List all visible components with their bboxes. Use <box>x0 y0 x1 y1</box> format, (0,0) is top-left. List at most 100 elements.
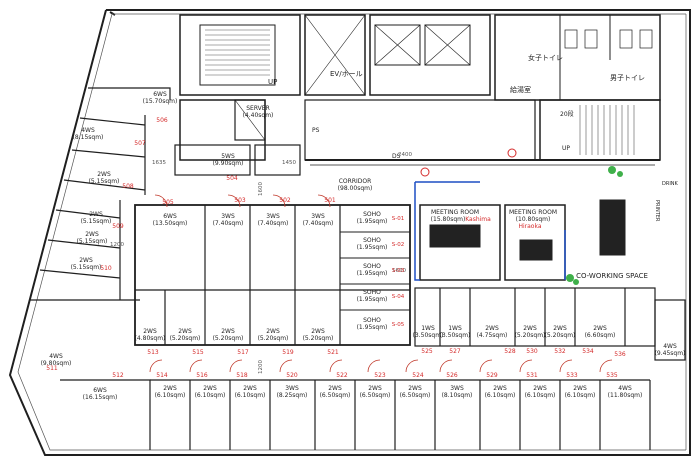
ws6-topleft-area: (15.70sqm) <box>143 98 178 105</box>
shaft-mid-label: DS <box>392 153 401 160</box>
elevator-hall-label: EV/ホール <box>330 70 363 78</box>
meeting2-name: MEETING ROOM <box>509 209 557 216</box>
soho-area: (1.95sqm) <box>357 296 388 303</box>
bottom-ws-area: (6.50sqm) <box>360 392 391 399</box>
room-number: 525 <box>421 348 433 355</box>
central-block <box>134 204 411 346</box>
row1-room-name: 3WS <box>266 213 280 220</box>
row2-room-area: (4.80sqm) <box>135 335 166 342</box>
printer-label: PRINTER <box>654 200 660 222</box>
bottom-ws-area: (6.50sqm) <box>320 392 351 399</box>
bottom-ws-area: (8.25sqm) <box>277 392 308 399</box>
row1-room-name: 3WS <box>221 213 235 220</box>
bottom-ws-area: (6.10sqm) <box>235 392 266 399</box>
room-number: 530 <box>526 348 538 355</box>
ws2c-name: 2WS <box>85 231 99 238</box>
corridor-area: (98.00sqm) <box>338 185 373 192</box>
room-number: 536 <box>614 351 626 358</box>
room-number: 508 <box>122 183 134 190</box>
room-number: 527 <box>449 348 461 355</box>
row1-room-area: (7.40sqm) <box>213 220 244 227</box>
right-stair-up-label: UP <box>562 145 570 152</box>
server-name: SERVER <box>246 105 270 112</box>
drink-label: DRINK <box>662 181 679 187</box>
core-labels: UP EV/ホール 給湯室 女子トイレ 男子トイレ 20段 UP PS DS D… <box>268 53 679 222</box>
room-number: 519 <box>282 349 294 356</box>
bottom-ws-name: 2WS <box>573 385 587 392</box>
bottom-ws-area: (6.10sqm) <box>525 392 556 399</box>
door-swings <box>149 194 613 373</box>
ws6-topleft-name: 6WS <box>153 91 167 98</box>
right-end-ws-area: (9.45sqm) <box>655 350 686 357</box>
ws5-name: 5WS <box>221 153 235 160</box>
central-labels: 6WS (13.50sqm) 3WS (7.40sqm) 3WS (7.40sq… <box>135 211 388 342</box>
right-ws-name: 2WS <box>553 325 567 332</box>
right-ws-name: 1WS <box>448 325 462 332</box>
room-numbers-right: 525 527 528 530 532 534 536 <box>421 348 626 358</box>
bottom-ws-name: 3WS <box>285 385 299 392</box>
right-ws-row <box>414 287 686 361</box>
corridor-name: CORRIDOR <box>339 178 372 185</box>
ws2b-name: 2WS <box>89 211 103 218</box>
row2-room-name: 2WS <box>221 328 235 335</box>
room-numbers-soho: S-01 S-02 S-03 S-04 S-05 <box>392 216 405 328</box>
room-number: S-01 <box>392 216 404 222</box>
facade-lines <box>17 13 687 451</box>
dimension-1200: 1200 <box>110 242 124 248</box>
right-ws-area: (4.75sqm) <box>477 332 508 339</box>
right-ws-area: (3.50sqm) <box>413 332 444 339</box>
soho-area: (1.95sqm) <box>357 270 388 277</box>
bottom-ws-area: (6.50sqm) <box>400 392 431 399</box>
room-number: S-04 <box>392 294 405 300</box>
room-number: 515 <box>192 349 204 356</box>
row2-room-area: (5.20sqm) <box>213 335 244 342</box>
room-number: 534 <box>582 348 594 355</box>
exit-sign-icon <box>420 148 517 177</box>
soho-area: (1.95sqm) <box>357 218 388 225</box>
row1-room-area: (13.50sqm) <box>153 220 188 227</box>
room-number: 521 <box>327 349 339 356</box>
left-wing-labels: 6WS (15.70sqm) 4WS (8.15sqm) 2WS (5.15sq… <box>41 91 373 367</box>
soho-area: (1.95sqm) <box>357 324 388 331</box>
dimension-1600: 1600 <box>258 182 264 196</box>
right-ws-area: (5.20sqm) <box>545 332 576 339</box>
soho-name: SOHO <box>363 211 381 218</box>
room-number: 509 <box>112 223 124 230</box>
right-stair-label: 20段 <box>560 110 574 118</box>
left-stair-treads <box>205 29 270 76</box>
ws4-left-area: (8.15sqm) <box>73 134 104 141</box>
room-number: 507 <box>134 140 146 147</box>
bottom-ws-row <box>60 379 651 450</box>
room-number: 517 <box>237 349 249 356</box>
server-area: (4.40sqm) <box>243 112 274 119</box>
right-ws-labels: 1WS (3.50sqm) 1WS (3.50sqm) 2WS (4.75sqm… <box>413 325 686 357</box>
ws4-left-name: 4WS <box>81 127 95 134</box>
row2-room-name: 2WS <box>143 328 157 335</box>
row1-room-name: 3WS <box>311 213 325 220</box>
dimension-2400: 2400 <box>398 152 412 158</box>
row1-room-area: (7.40sqm) <box>303 220 334 227</box>
room-number: 504 <box>226 175 238 182</box>
room-number: S-02 <box>392 242 404 248</box>
room-number: 523 <box>374 372 386 379</box>
left-wing-rooms <box>30 87 171 301</box>
room-number: 501 <box>324 197 336 204</box>
ws2c-area: (5.15sqm) <box>77 238 108 245</box>
bottom-ws-area: (8.10sqm) <box>442 392 473 399</box>
left-stair-up-label: UP <box>268 78 277 86</box>
room-number: 528 <box>504 348 516 355</box>
room-numbers-bottom: 512 514 516 518 520 522 523 524 526 529 … <box>112 372 618 379</box>
room-number: 506 <box>156 117 168 124</box>
bottom-ws-name: 2WS <box>243 385 257 392</box>
meeting2-label: Hiraoka <box>518 223 541 230</box>
room-number: S-05 <box>392 322 405 328</box>
room-number: 511 <box>46 365 58 372</box>
soho-area: (1.95sqm) <box>357 244 388 251</box>
bottom-right-name: 4WS <box>618 385 632 392</box>
building-outline <box>8 9 691 456</box>
core-area <box>179 14 661 166</box>
womens-wc-label: 女子トイレ <box>528 53 563 62</box>
dimension-labels: 1635 1450 1200 1600 1600 2400 1200 <box>110 152 412 374</box>
